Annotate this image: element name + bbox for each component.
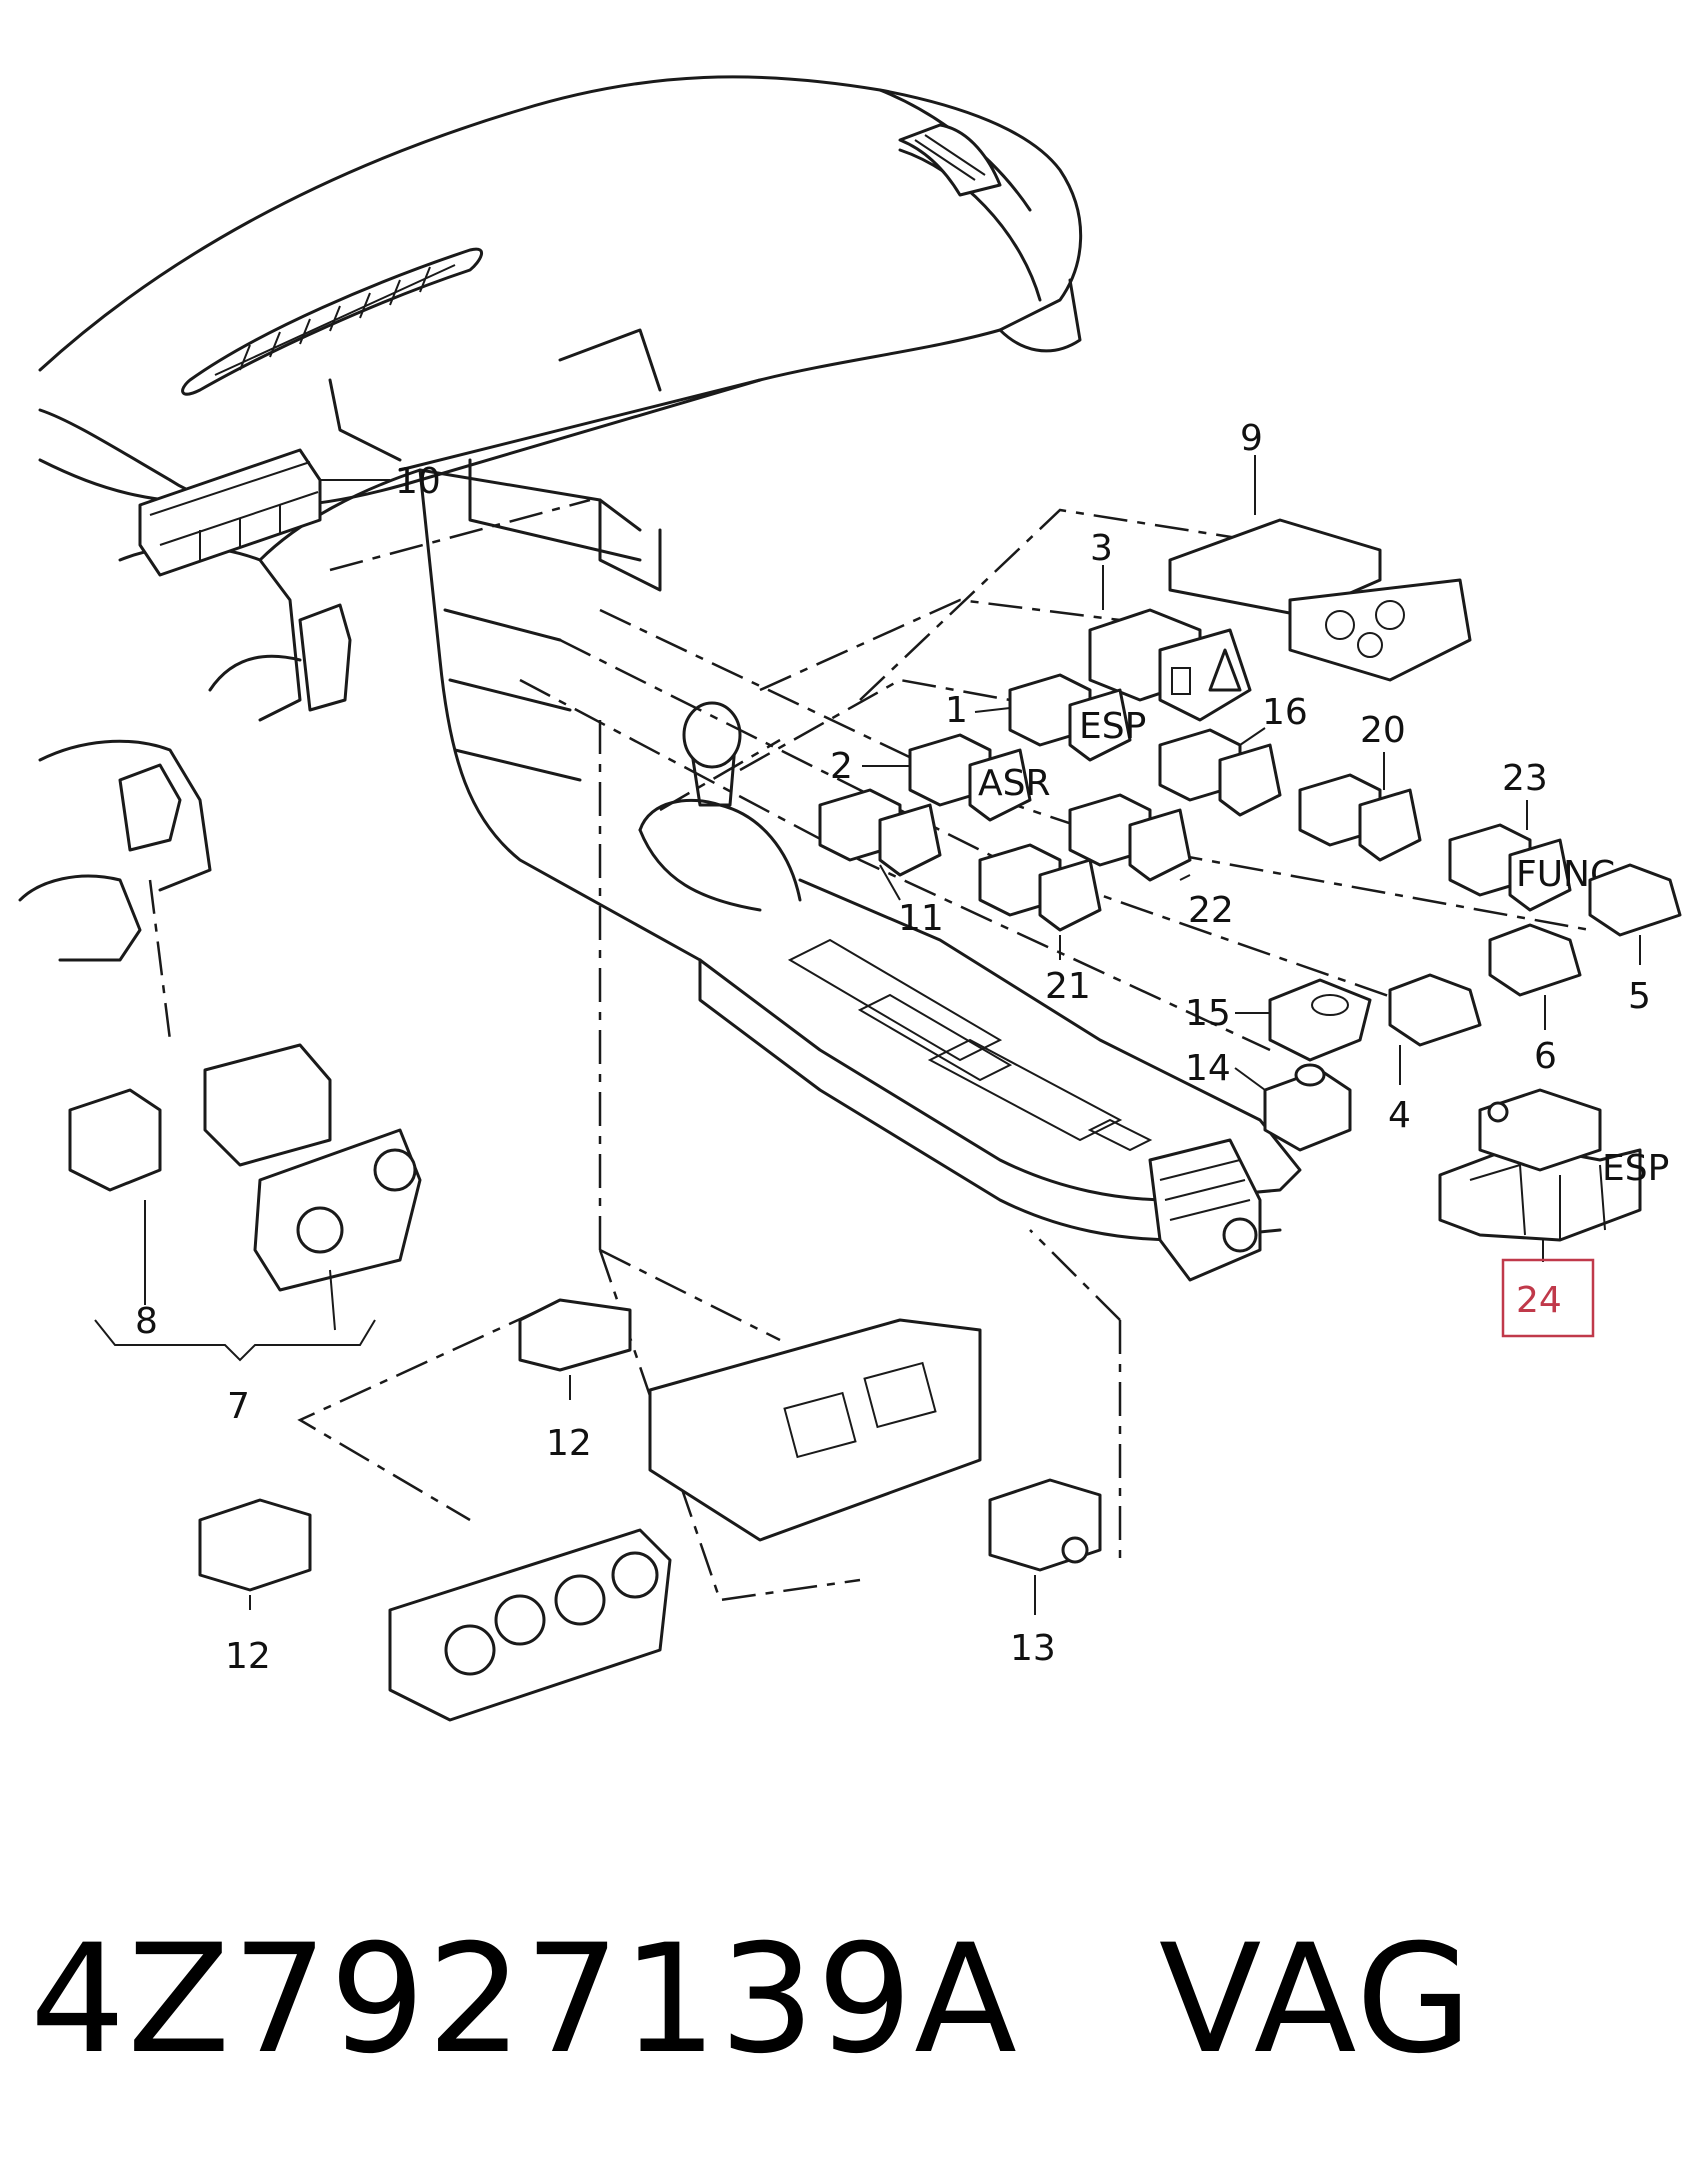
part-14-bracket (1263, 1063, 1352, 1152)
callout-15: 15 (1185, 993, 1231, 1034)
part-20-switch (1298, 773, 1422, 862)
part-24-switch-unit: ESP (1438, 1088, 1669, 1242)
part-16-switch (1158, 728, 1282, 817)
callout-1: 1 (945, 690, 968, 731)
left-dash-side (18, 448, 352, 962)
callout-5: 5 (1628, 976, 1651, 1017)
dashboard-top (38, 75, 1083, 508)
callout-22: 22 (1188, 890, 1234, 931)
callout-6: 6 (1534, 1036, 1557, 1077)
esp-24-switch-text: ESP (1602, 1148, 1669, 1189)
brand-name: VAG (1158, 1913, 1475, 2087)
callout-16: 16 (1262, 692, 1308, 733)
callout-9: 9 (1240, 418, 1263, 459)
callout-23: 23 (1502, 758, 1548, 799)
asr-switch-text: ASR (978, 763, 1051, 804)
part-2-asr-switch: ASR (908, 733, 1051, 822)
callout-14: 14 (1185, 1048, 1231, 1089)
part-12-climate-control-lower (198, 1498, 672, 1722)
callout-8: 8 (135, 1301, 158, 1342)
part-9-storage-tray (1168, 518, 1472, 682)
part-13-control-module (988, 1478, 1102, 1572)
part-6-blank (1488, 923, 1582, 997)
callout-13: 13 (1010, 1628, 1056, 1669)
part-1-esp-switch: ESP (1008, 673, 1146, 762)
callout-24: 24 (1516, 1280, 1562, 1321)
callout-10: 10 (395, 461, 441, 502)
callouts: 10 9 3 1 2 16 20 23 11 22 21 15 14 4 6 5… (135, 418, 1651, 1677)
part-8-light-switch (68, 1043, 422, 1292)
callout-21: 21 (1045, 966, 1091, 1007)
esp-switch-text: ESP (1079, 706, 1146, 747)
part-15-bracket (1268, 978, 1372, 1062)
callout-4: 4 (1388, 1095, 1411, 1136)
callout-7: 7 (227, 1386, 250, 1427)
part-21-switch (978, 843, 1102, 932)
part-12-climate-control-upper (518, 1298, 982, 1542)
part-number: 4Z7927139A (30, 1913, 1019, 2087)
centre-console (258, 378, 1302, 1282)
part-4-blank (1388, 973, 1482, 1047)
callout-3: 3 (1090, 528, 1113, 569)
callout-24-highlight-box (1501, 1258, 1595, 1338)
part-number-caption: 4Z7927139A VAG (30, 1900, 1670, 2100)
part-11-switch (818, 788, 942, 877)
part-5-blank (1588, 863, 1682, 937)
callout-2: 2 (830, 746, 853, 787)
assembly-lines (148, 498, 1591, 1602)
callout-20: 20 (1360, 710, 1406, 751)
callout-11: 11 (898, 898, 944, 939)
part-3-hazard-switch (1088, 608, 1252, 722)
callout-12-upper: 12 (546, 1423, 592, 1464)
part-22-switch (1068, 793, 1192, 882)
leader-lines (94, 455, 1641, 1615)
callout-12-lower: 12 (225, 1636, 271, 1677)
